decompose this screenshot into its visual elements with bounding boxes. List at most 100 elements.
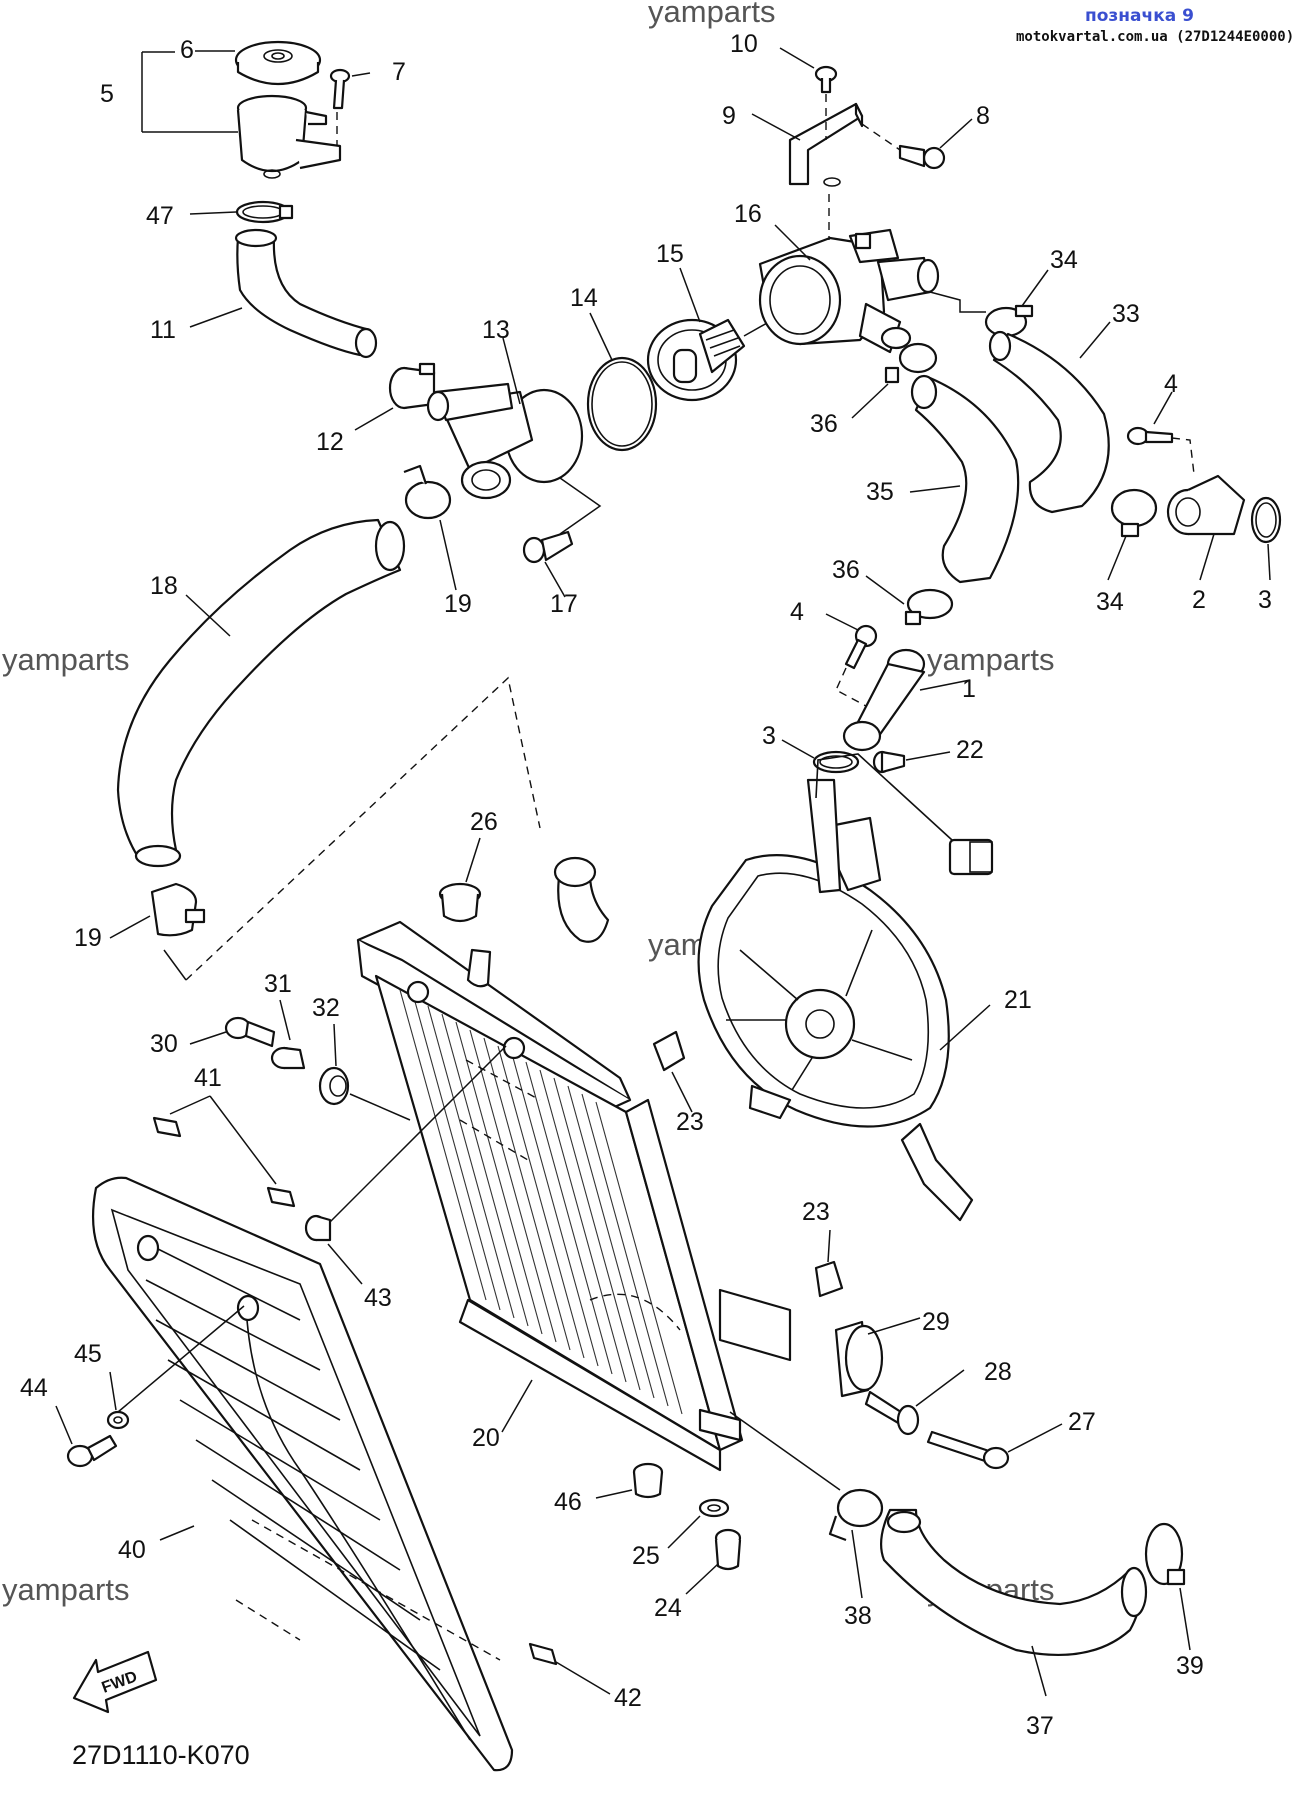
bolt-27 xyxy=(926,1430,1010,1470)
callout-34-upper: 34 xyxy=(1050,246,1078,274)
callout-40: 40 xyxy=(118,1536,146,1564)
bolt-4-lower xyxy=(835,624,878,707)
callout-47: 47 xyxy=(146,202,174,230)
collar-31 xyxy=(270,1046,306,1070)
callout-3-lower: 3 xyxy=(762,722,776,750)
hose-clamp-34-upper xyxy=(984,304,1034,338)
thermostat-cover-13 xyxy=(426,382,584,500)
callout-15: 15 xyxy=(656,240,684,268)
o-ring-3-right xyxy=(1250,496,1282,544)
hose-18 xyxy=(116,518,406,868)
callout-30: 30 xyxy=(150,1030,178,1058)
callout-4-lower: 4 xyxy=(790,598,804,626)
callout-5: 5 xyxy=(100,80,114,108)
callout-46: 46 xyxy=(554,1488,582,1516)
clip-42 xyxy=(528,1642,558,1666)
bolt-4-upper xyxy=(1126,426,1195,475)
radiator-cap xyxy=(234,40,322,86)
drain-plug-46 xyxy=(632,1462,664,1499)
callout-10: 10 xyxy=(730,30,758,58)
callout-45: 45 xyxy=(74,1340,102,1368)
callout-29: 29 xyxy=(922,1308,950,1336)
washer-25 xyxy=(698,1498,730,1518)
callout-27: 27 xyxy=(1068,1408,1096,1436)
watermark-left-upper: yamparts xyxy=(2,642,129,677)
callout-44: 44 xyxy=(20,1374,48,1402)
clip-23-lower xyxy=(814,1260,844,1298)
hose-33 xyxy=(988,330,1110,514)
screw-7 xyxy=(329,68,351,146)
callout-14: 14 xyxy=(570,284,598,312)
callout-26: 26 xyxy=(470,808,498,836)
bolt-30 xyxy=(224,1016,276,1048)
callout-21: 21 xyxy=(1004,986,1032,1014)
hose-clamp-12 xyxy=(388,362,436,410)
collar-28 xyxy=(864,1390,920,1436)
callout-12: 12 xyxy=(316,428,344,456)
clip-23-upper xyxy=(652,1030,686,1072)
callout-6: 6 xyxy=(180,36,194,64)
callout-35: 35 xyxy=(866,478,894,506)
bracket-9 xyxy=(788,102,864,187)
callout-38: 38 xyxy=(844,1602,872,1630)
cooling-fan-21 xyxy=(697,753,994,1222)
callout-39: 39 xyxy=(1176,1652,1204,1680)
callout-36-upper: 36 xyxy=(810,410,838,438)
washer-45 xyxy=(106,1410,130,1430)
callout-32: 32 xyxy=(312,994,340,1022)
callout-37: 37 xyxy=(1026,1712,1054,1740)
filler-neck xyxy=(236,94,342,179)
diagram-label: позначка 9 xyxy=(1085,6,1194,26)
callout-17: 17 xyxy=(550,590,578,618)
clip-41-a xyxy=(152,1116,182,1138)
hose-clamp-19-upper xyxy=(403,464,452,520)
hose-clamp-34-lower xyxy=(1110,488,1158,538)
callout-43: 43 xyxy=(364,1284,392,1312)
callout-36-lower: 36 xyxy=(832,556,860,584)
bolt-8 xyxy=(861,123,946,170)
diagram-code: 27D1110-K070 xyxy=(72,1740,250,1770)
o-ring-3-lower xyxy=(812,750,860,774)
grommet-43 xyxy=(304,1214,332,1242)
callout-42: 42 xyxy=(614,1684,642,1712)
callout-24: 24 xyxy=(654,1594,682,1622)
callout-9: 9 xyxy=(722,102,736,130)
callout-20: 20 xyxy=(472,1424,500,1452)
radiator-core-20 xyxy=(356,920,792,1472)
callout-23-lower: 23 xyxy=(802,1198,830,1226)
callout-13: 13 xyxy=(482,316,510,344)
bolt-17 xyxy=(522,530,574,564)
clip-41-b xyxy=(266,1186,296,1208)
radiator-guard-40 xyxy=(91,1176,514,1772)
callout-22: 22 xyxy=(956,736,984,764)
callout-8: 8 xyxy=(976,102,990,130)
callout-23-upper: 23 xyxy=(676,1108,704,1136)
hose-35 xyxy=(910,374,1020,584)
callout-2: 2 xyxy=(1192,586,1206,614)
thermostat-15 xyxy=(646,318,746,402)
hose-clamp-36-upper xyxy=(884,342,938,384)
fitting-2 xyxy=(1166,474,1246,536)
callout-1: 1 xyxy=(962,675,976,703)
callout-7: 7 xyxy=(392,58,406,86)
callout-11: 11 xyxy=(150,316,176,344)
watermark-left-lower: yamparts xyxy=(2,1572,129,1607)
callout-28: 28 xyxy=(984,1358,1012,1386)
callout-3-right: 3 xyxy=(1258,586,1272,614)
bolt-22 xyxy=(872,750,906,774)
radiator-fins xyxy=(399,989,683,1415)
callout-34-lower: 34 xyxy=(1096,588,1124,616)
callout-31: 31 xyxy=(264,970,292,998)
callout-19-lower: 19 xyxy=(74,924,102,952)
grommet-32 xyxy=(318,1066,350,1106)
hose-clamp-47 xyxy=(235,200,294,224)
damper-29 xyxy=(834,1320,884,1398)
callout-18: 18 xyxy=(150,572,178,600)
bolt-44 xyxy=(66,1434,118,1468)
watermark-right-upper: yamparts xyxy=(927,642,1054,677)
callout-4-upper: 4 xyxy=(1164,370,1178,398)
fwd-direction-arrow: FWD xyxy=(72,1650,158,1714)
callout-25: 25 xyxy=(632,1542,660,1570)
